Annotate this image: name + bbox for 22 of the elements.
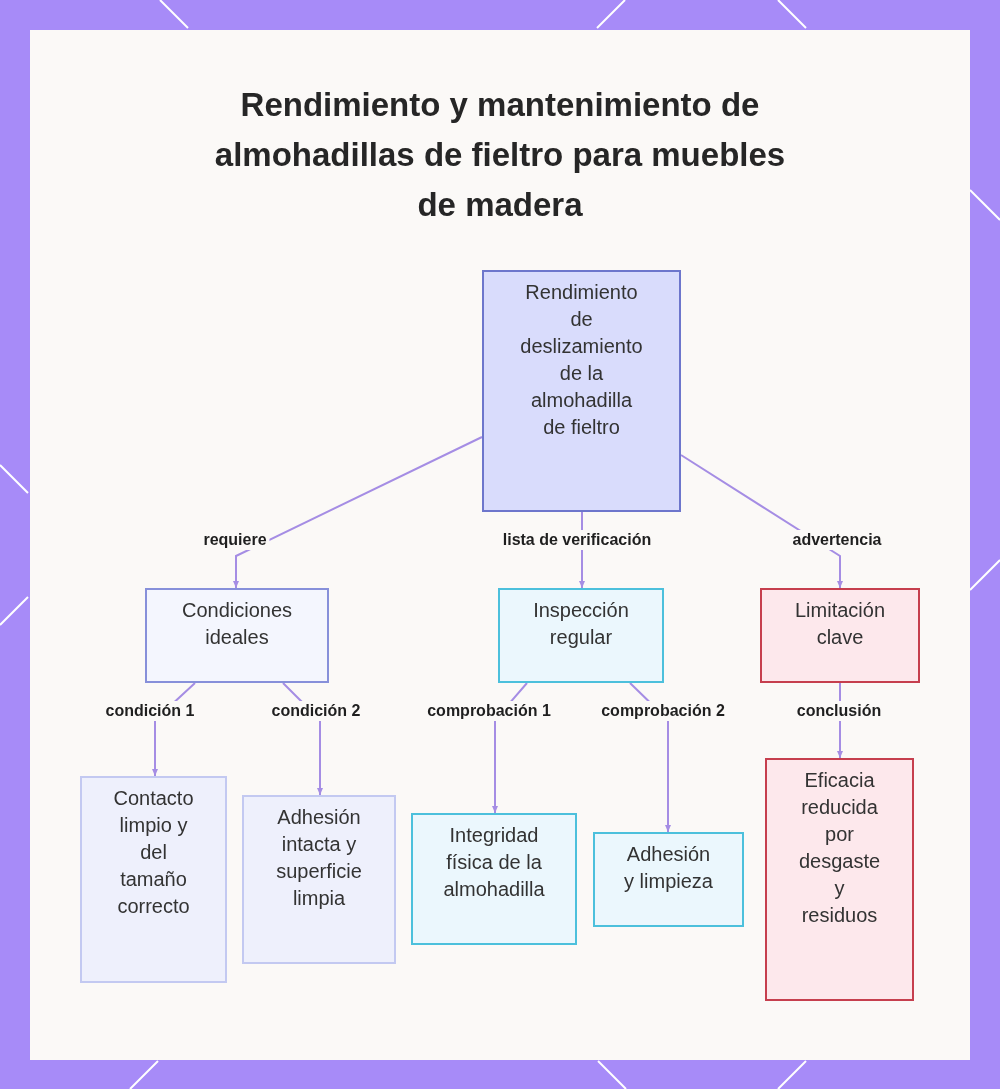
concept-box [80,776,227,983]
node-text: Eficacia reducida por desgaste y residuos [797,768,882,928]
node-text: Contacto limpio y del tamaño correcto [112,786,195,919]
diagram-title: Rendimiento y mantenimiento de almohadillas de fieltro para muebles de madera [213,85,787,225]
edge-label: comprobación 1 [424,701,554,721]
node-text: Condiciones ideales [180,598,294,650]
node-text: Limitación clave [793,598,886,650]
node-text: Adhesión y limpieza [623,842,714,894]
node-text: Rendimiento de deslizamiento de la almohadilla de fieltro [519,280,644,440]
concept-box [593,832,744,927]
concept-box [145,588,329,683]
edge-label: comprobación 2 [598,701,728,721]
node-text: Inspección regular [532,598,630,650]
concept-box [482,270,681,512]
node-text: Integridad física de la almohadilla [442,823,546,902]
concept-box [760,588,920,683]
concept-box [498,588,664,683]
concept-box [765,758,914,1001]
connector-arrow [233,436,483,589]
concept-box [411,813,577,945]
concept-box [242,795,396,964]
node-text: Adhesión intacta y superficie limpia [275,805,363,911]
